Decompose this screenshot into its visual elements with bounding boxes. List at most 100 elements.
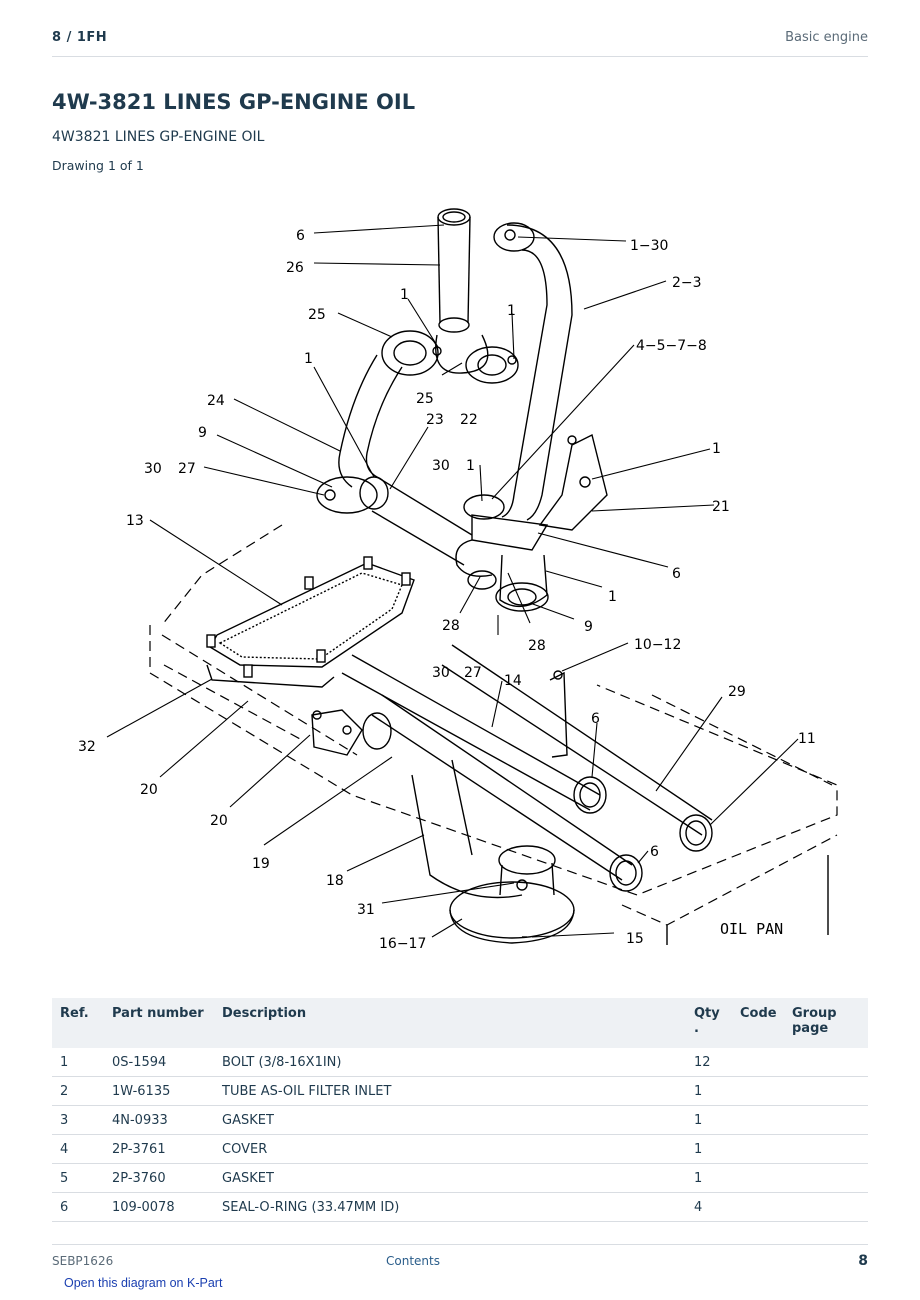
cell-ref: 4 [52, 1134, 104, 1164]
cell-part-number: 109-0078 [104, 1192, 214, 1222]
page-title: 4W-3821 LINES GP-ENGINE OIL [52, 90, 416, 114]
diagram-callout: 4−5−7−8 [636, 338, 707, 354]
cell-description: SEAL-O-RING (33.47MM ID) [214, 1192, 686, 1222]
cell-qty: 1 [686, 1163, 732, 1193]
drawing-count: Drawing 1 of 1 [52, 158, 144, 173]
diagram-callout: 21 [712, 499, 730, 515]
diagram-callout: 29 [728, 684, 746, 700]
col-header-description: Description [214, 998, 686, 1048]
cell-description: GASKET [214, 1105, 686, 1135]
cell-description: BOLT (3/8-16X1IN) [214, 1048, 686, 1077]
diagram-callout: 25 [416, 391, 434, 407]
table-row: 2 1W-6135 TUBE AS-OIL FILTER INLET 1 [52, 1076, 868, 1106]
diagram-callout: 30 [144, 461, 162, 477]
cell-group-page [784, 1163, 868, 1193]
cell-code [732, 1192, 784, 1222]
page-number: 8 [858, 1253, 868, 1269]
diagram-callout: 1 [466, 458, 475, 474]
col-header-qty: Qty . [686, 998, 732, 1048]
table-header-row: Ref. Part number Description Qty . Code … [52, 998, 868, 1048]
table-row: 3 4N-0933 GASKET 1 [52, 1105, 868, 1135]
cell-qty: 1 [686, 1105, 732, 1135]
diagram-callout: 20 [210, 813, 228, 829]
col-header-part-number: Part number [104, 998, 214, 1048]
diagram-callout: 1 [712, 441, 721, 457]
diagram-callout: 20 [140, 782, 158, 798]
table-row: 5 2P-3760 GASKET 1 [52, 1163, 868, 1193]
diagram-callout: 1 [304, 351, 313, 367]
page-subtitle: 4W3821 LINES GP-ENGINE OIL [52, 129, 265, 145]
diagram-callout: 1−30 [630, 238, 668, 254]
diagram-callout: 31 [357, 902, 375, 918]
cell-group-page [784, 1076, 868, 1106]
diagram-callout: 27 [464, 665, 482, 681]
cell-description: GASKET [214, 1163, 686, 1193]
parts-table: Ref. Part number Description Qty . Code … [52, 998, 868, 1222]
contents-link[interactable]: Contents [386, 1254, 440, 1268]
diagram-callouts: 6 26 1 25 1 25 1 24 9 30 27 23 22 30 1 1… [78, 228, 816, 952]
diagram-callout: 23 [426, 412, 444, 428]
diagram-callout: 1 [400, 287, 409, 303]
diagram-callout: 6 [672, 566, 681, 582]
cell-part-number: 1W-6135 [104, 1076, 214, 1106]
diagram-callout: 11 [798, 731, 816, 747]
diagram-callout: 1 [608, 589, 617, 605]
cell-ref: 2 [52, 1076, 104, 1106]
oil-pan-label: OIL PAN [720, 920, 783, 938]
cell-part-number: 4N-0933 [104, 1105, 214, 1135]
cell-qty: 4 [686, 1192, 732, 1222]
table-row: 6 109-0078 SEAL-O-RING (33.47MM ID) 4 [52, 1192, 868, 1222]
page-footer: SEBP1626 Contents 8 [52, 1244, 868, 1275]
cell-ref: 5 [52, 1163, 104, 1193]
table-row: 4 2P-3761 COVER 1 [52, 1134, 868, 1164]
diagram-callout: 6 [650, 844, 659, 860]
cell-part-number: 0S-1594 [104, 1048, 214, 1077]
cell-code [732, 1105, 784, 1135]
diagram-callout: 18 [326, 873, 344, 889]
page-header: 8 / 1FH Basic engine [52, 22, 868, 57]
cell-description: TUBE AS-OIL FILTER INLET [214, 1076, 686, 1106]
open-kpart-link[interactable]: Open this diagram on K-Part [64, 1276, 223, 1290]
diagram-callout: 1 [507, 303, 516, 319]
diagram-callout: 25 [308, 307, 326, 323]
diagram-callout: 22 [460, 412, 478, 428]
document-id: SEBP1626 [52, 1254, 114, 1268]
cell-code [732, 1163, 784, 1193]
parts-diagram: 6 26 1 25 1 25 1 24 9 30 27 23 22 30 1 1… [52, 195, 868, 965]
cell-code [732, 1076, 784, 1106]
cell-qty: 1 [686, 1076, 732, 1106]
cell-qty: 1 [686, 1134, 732, 1164]
cell-group-page [784, 1105, 868, 1135]
diagram-callout: 32 [78, 739, 96, 755]
diagram-callout: 9 [198, 425, 207, 441]
table-row: 1 0S-1594 BOLT (3/8-16X1IN) 12 [52, 1048, 868, 1077]
cell-ref: 3 [52, 1105, 104, 1135]
cell-group-page [784, 1048, 868, 1077]
diagram-callout: 27 [178, 461, 196, 477]
col-header-group-page: Group page [784, 998, 868, 1048]
diagram-callout: 2−3 [672, 275, 702, 291]
section-name: Basic engine [785, 30, 868, 45]
col-header-code: Code [732, 998, 784, 1048]
parts-diagram-svg: 6 26 1 25 1 25 1 24 9 30 27 23 22 30 1 1… [78, 208, 838, 952]
cell-group-page [784, 1192, 868, 1222]
diagram-callout: 10−12 [634, 637, 681, 653]
cell-code [732, 1048, 784, 1077]
diagram-callout: 28 [442, 618, 460, 634]
cell-part-number: 2P-3761 [104, 1134, 214, 1164]
diagram-callout: 30 [432, 458, 450, 474]
diagram-callout: 6 [296, 228, 305, 244]
diagram-callout: 16−17 [379, 936, 426, 952]
cell-code [732, 1134, 784, 1164]
col-header-ref: Ref. [52, 998, 104, 1048]
diagram-callout: 13 [126, 513, 144, 529]
cell-ref: 6 [52, 1192, 104, 1222]
cell-qty: 12 [686, 1048, 732, 1077]
cell-part-number: 2P-3760 [104, 1163, 214, 1193]
diagram-callout: 14 [504, 673, 522, 689]
page-reference: 8 / 1FH [52, 30, 108, 45]
diagram-callout: 24 [207, 393, 225, 409]
diagram-callout: 9 [584, 619, 593, 635]
cell-group-page [784, 1134, 868, 1164]
diagram-callout: 19 [252, 856, 270, 872]
